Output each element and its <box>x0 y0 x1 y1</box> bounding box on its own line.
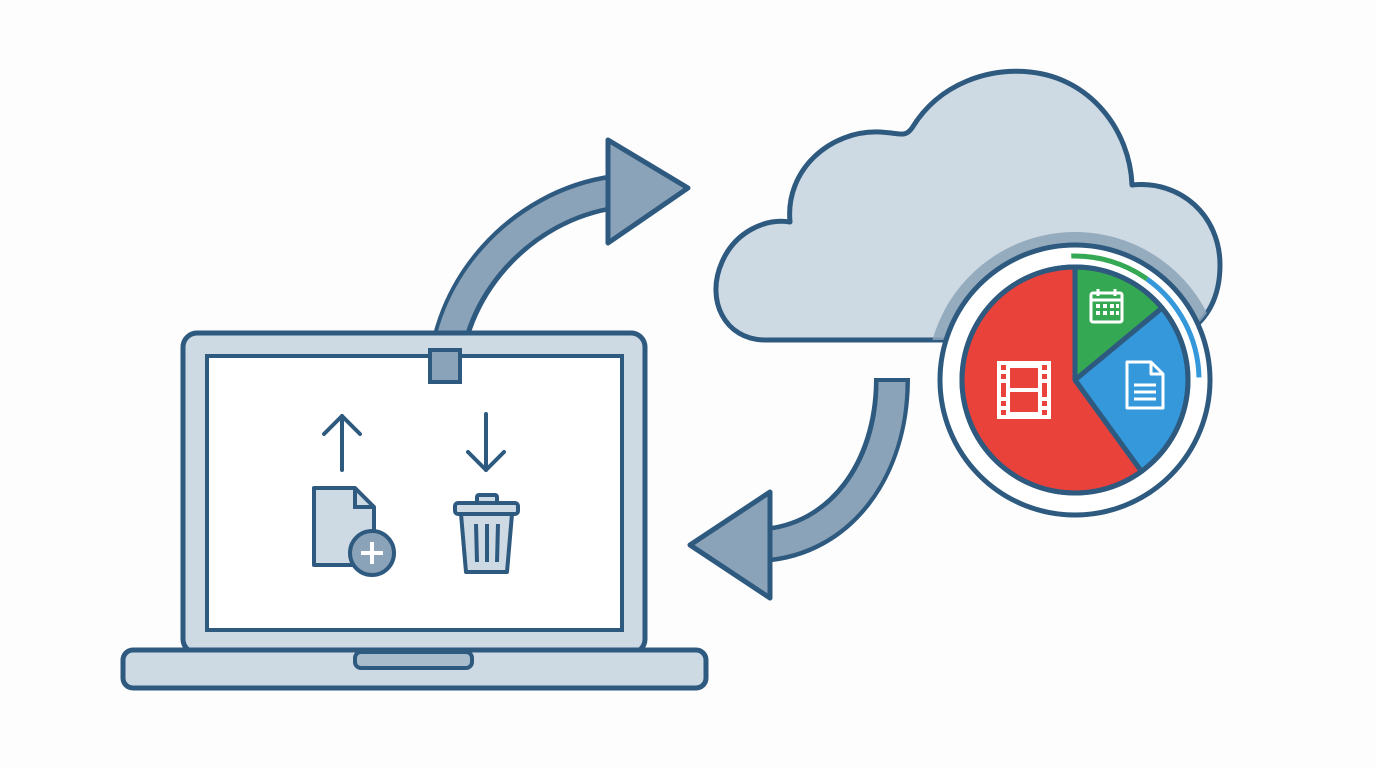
arrow-up-icon <box>322 414 362 472</box>
file-plus-icon <box>312 486 396 577</box>
arrow-down-icon <box>466 412 506 472</box>
film-icon <box>997 361 1051 419</box>
calendar-usage-arc <box>1071 253 1149 282</box>
document-usage-arc <box>1145 277 1202 378</box>
laptop-icon <box>120 330 709 691</box>
storage-pie <box>927 232 1220 518</box>
trash-icon <box>453 493 520 574</box>
sync-arrow-download <box>687 377 910 601</box>
calendar-icon <box>1089 289 1124 324</box>
document-icon <box>1125 360 1165 410</box>
